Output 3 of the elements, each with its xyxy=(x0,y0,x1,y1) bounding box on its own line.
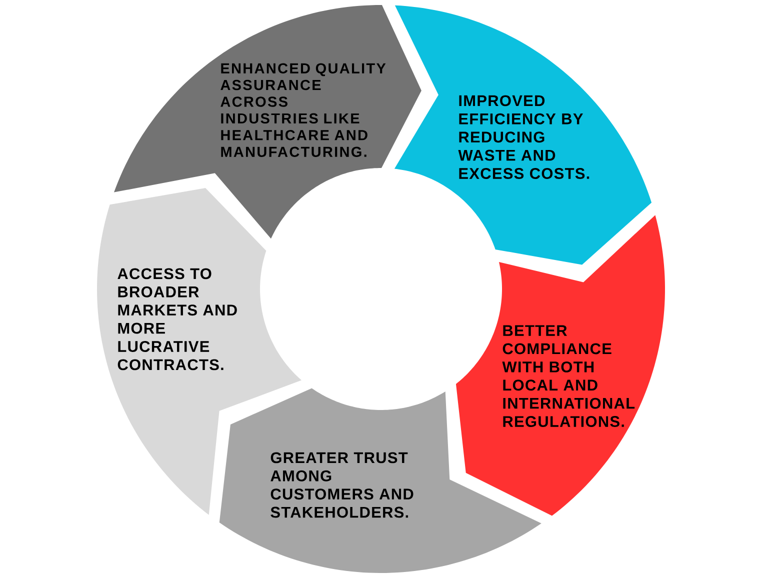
cycle-segment: ENHANCED QUALITY ASSURANCE ACROSS INDUSTRIES LIKE HEALTHCARE AND MANUFACTURING. xyxy=(114,5,422,239)
cycle-segment: IMPROVED EFFICIENCY BY REDUCING WASTE AND EXCESS COSTS. xyxy=(394,5,652,265)
cycle-segment: BETTER COMPLIANCE WITH BOTH LOCAL AND INTERNATIONAL REGULATIONS. xyxy=(456,215,665,516)
